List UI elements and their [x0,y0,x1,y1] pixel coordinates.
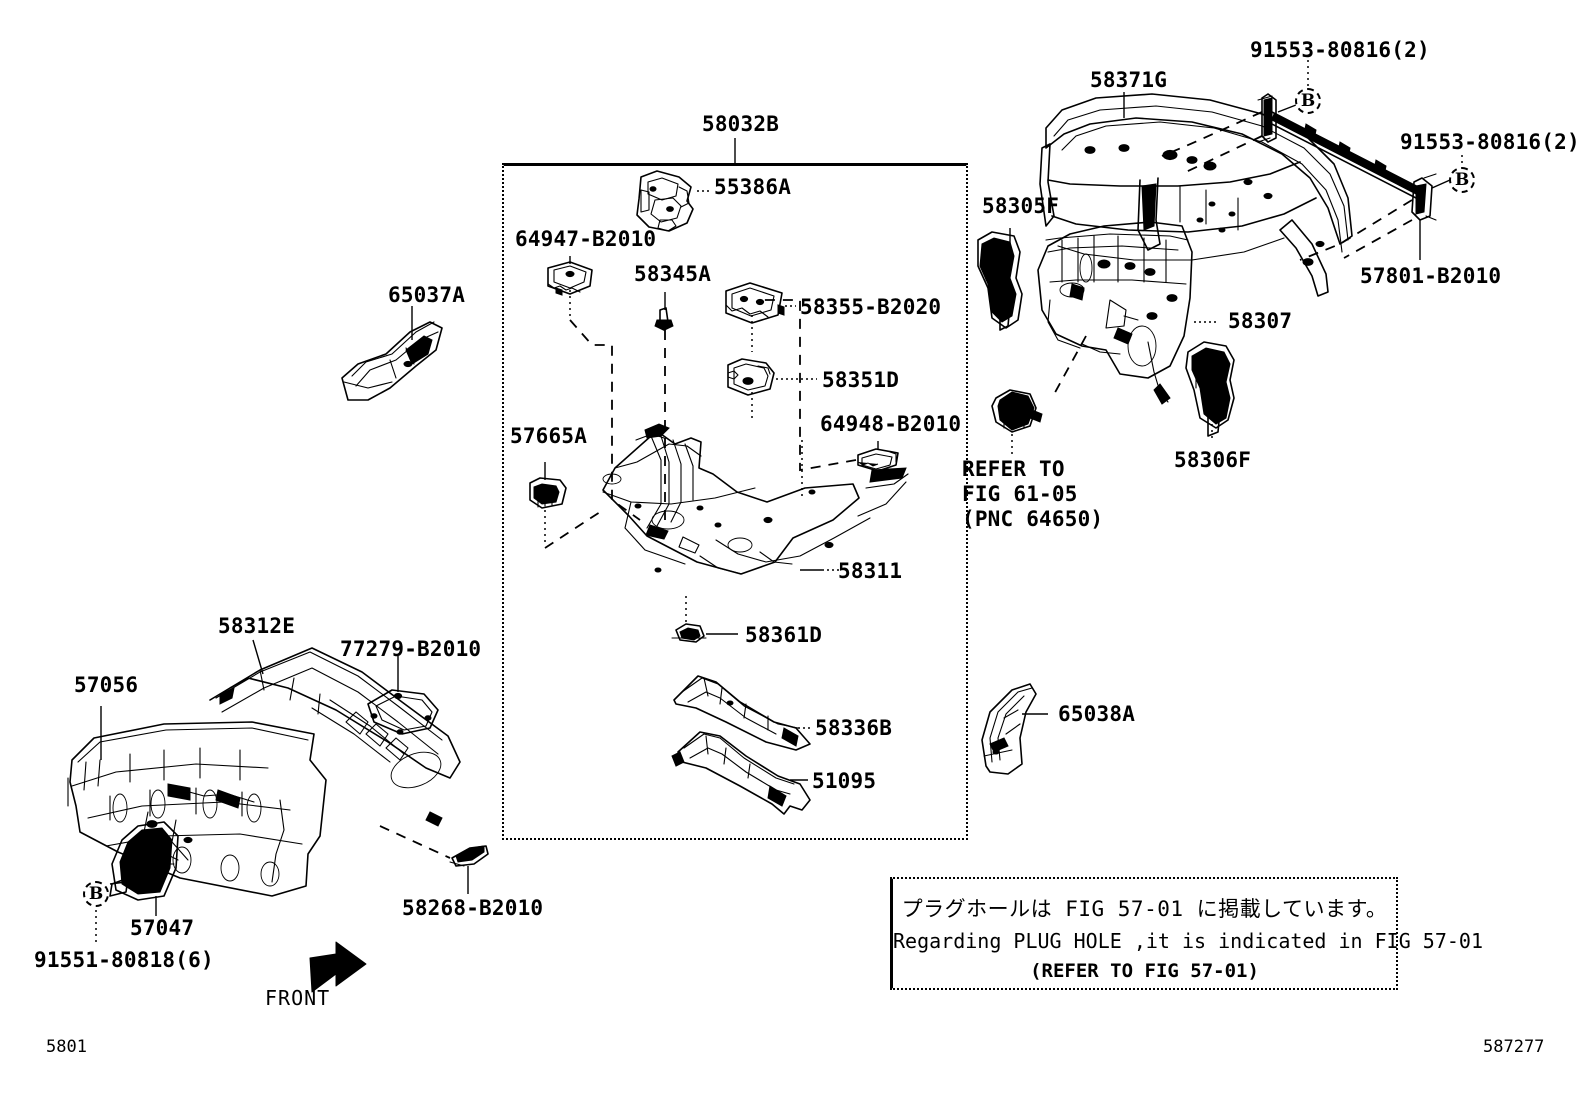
callout-64947-B2010: 64947-B2010 [515,227,657,251]
part-65038A [981,683,1037,775]
note-line-refer: (REFER TO FIG 57-01) [1030,959,1259,982]
callout-57047: 57047 [130,916,195,940]
callout-58345A: 58345A [634,262,712,286]
callout-91553-80816-1: 91553-80816(2) [1250,38,1430,62]
callout-58307: 58307 [1228,309,1293,333]
part-58268-B2010 [449,845,489,867]
callout-58306F: 58306F [1174,448,1252,472]
callout-58312E: 58312E [218,614,296,638]
figure-code-right: 587277 [1483,1037,1545,1057]
leader-91553-2b [1431,179,1451,189]
refer-note-line3: (PNC 64650) [962,506,1104,531]
part-65037A [341,321,443,401]
refer-note-line2: FIG 61-05 [962,481,1078,506]
group-box-58032B [502,163,968,840]
callout-65037A: 65037A [388,283,466,307]
assembly-dash-57801-c [1299,199,1413,261]
part-57056 [67,721,327,897]
callout-57801-B2010: 57801-B2010 [1360,264,1502,288]
part-77279-B2010 [367,689,439,735]
callout-58311: 58311 [838,559,903,583]
front-label-wrap: FRONT [265,986,330,1010]
callout-77279-B2010: 77279-B2010 [340,637,482,661]
part-58306F [1185,341,1235,437]
leader-91553-1b [1277,104,1297,113]
assembly-dash-57801-a [1161,111,1263,157]
callout-58336B: 58336B [815,716,893,740]
figure-number-left: 5801 [46,1037,87,1057]
note-line-japanese: プラグホールは FIG 57-01 に掲載しています。 [901,897,1388,921]
part-refer-64650 [991,389,1043,433]
callout-91553-80816-2: 91553-80816(2) [1400,130,1580,154]
part-57047 [109,821,179,901]
callout-55386A: 55386A [714,175,792,199]
note-box-plug-hole: プラグホールは FIG 57-01 に掲載しています。 Regarding PL… [890,877,1484,990]
marker-b-top-left: B [1295,88,1321,114]
assembly-dash-58307 [1051,335,1087,399]
part-58371G [1039,93,1353,297]
assembly-dash-57801-b [1185,135,1263,173]
refer-note-block: REFER TO FIG 61-05 (PNC 64650) [962,457,1103,531]
callout-57056: 57056 [74,673,139,697]
part-58307 [1037,221,1193,405]
front-arrow-label: FRONT [265,986,331,1010]
marker-b-bottom: B [83,881,109,907]
callout-58351D: 58351D [822,368,900,392]
leader-58312E [252,639,264,675]
refer-note-line1: REFER TO [962,457,1065,481]
callout-58032B: 58032B [702,112,780,136]
part-58312E [209,647,461,827]
callout-58361D: 58361D [745,623,823,647]
note-line-english: Regarding PLUG HOLE ,it is indicated in … [893,928,1484,953]
leader-B-57047 [109,881,127,885]
callout-58305F: 58305F [982,194,1060,218]
part-58305F [977,231,1023,331]
callout-91551-80818: 91551-80818(6) [34,948,214,972]
callout-58355-B2020: 58355-B2020 [800,295,942,319]
assembly-dash-58268 [379,825,451,859]
callout-64948-B2010: 64948-B2010 [820,412,962,436]
callout-58371G: 58371G [1090,68,1168,92]
front-arrow-icon [309,941,367,993]
marker-b-top-right: B [1449,167,1475,193]
part-57801-B2010 [1257,93,1437,221]
callout-51095: 51095 [812,769,877,793]
assembly-dash-57801-d [1343,219,1413,259]
callout-65038A: 65038A [1058,702,1136,726]
callout-58268-B2010: 58268-B2010 [402,896,544,920]
callout-57665A: 57665A [510,424,588,448]
